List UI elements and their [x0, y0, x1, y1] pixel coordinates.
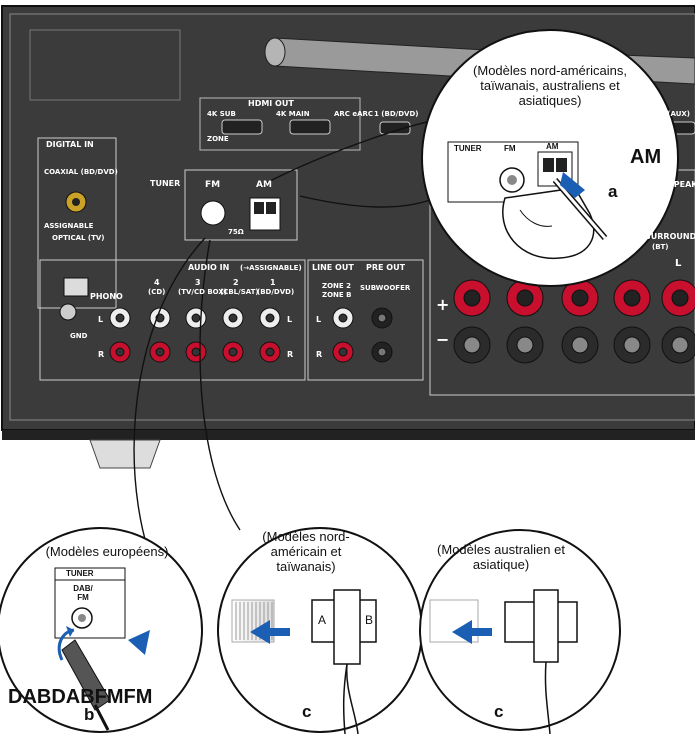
rca-pin-in1-r — [265, 347, 275, 357]
callout-am-tuner: TUNER — [454, 144, 482, 153]
panel-zone-b: ZONE B — [322, 291, 352, 299]
panel-tuner: TUNER — [150, 179, 181, 188]
panel-fm: FM — [205, 180, 221, 190]
panel-hdmi-4k-main: 4K MAIN — [276, 110, 310, 118]
callout-am-am: AM — [546, 142, 559, 151]
panel-surround-l: L — [675, 258, 682, 269]
panel-subwoofer: SUBWOOFER — [360, 284, 411, 292]
panel-in1-sub: (BD/DVD) — [257, 288, 295, 296]
speaker-post-plus-core-0 — [463, 289, 481, 307]
rca-pin-zone-l — [338, 313, 348, 323]
speaker-post-plus-core-4 — [671, 289, 689, 307]
rca-pin-in3-r — [191, 347, 201, 357]
panel-tuner-block — [184, 169, 298, 241]
speaker-post-minus-core-2 — [571, 336, 589, 354]
panel-optical: OPTICAL (TV) — [52, 234, 105, 242]
panel-plus: + — [436, 295, 450, 314]
panel-zone-r: R — [316, 350, 323, 359]
panel-gnd: GND — [70, 332, 88, 340]
panel-assignable: ASSIGNABLE — [44, 222, 94, 230]
speaker-post-minus-core-0 — [463, 336, 481, 354]
callout-dab-label: DABDABFMFM — [8, 686, 153, 708]
callout-au-caption: (Modèles australien et asiatique) — [437, 542, 565, 572]
callout-na-circle — [217, 527, 423, 735]
panel-line-out: LINE OUT — [312, 263, 354, 272]
panel-coaxial: COAXIAL (BD/DVD) — [44, 168, 118, 176]
panel-ohm: 75Ω — [228, 228, 244, 236]
callout-dab-letter: b — [84, 705, 95, 724]
callout-na-side-b: B — [365, 613, 374, 627]
panel-am: AM — [256, 180, 272, 190]
panel-in2-sub: (CBL/SAT) — [220, 288, 259, 296]
rca-pin-zone-r — [338, 347, 348, 357]
panel-speakers: SPEAKERS — [668, 180, 695, 189]
callout-dab-fm: DAB/ FM — [73, 584, 93, 603]
speaker-post-plus-core-1 — [516, 289, 534, 307]
panel-minus: − — [436, 330, 450, 349]
callout-au-letter: c — [494, 702, 504, 721]
callout-am-caption: (Modèles nord-américains, taïwanais, aus… — [473, 63, 627, 108]
panel-in4-sub: (CD) — [148, 288, 166, 296]
panel-audio-in-note: (→ASSIGNABLE) — [240, 264, 302, 272]
panel-hdmi-in-6: 6 (AUX) — [660, 110, 690, 118]
panel-in-r: R — [287, 350, 294, 359]
rca-pin-phono-l — [115, 313, 125, 323]
callout-am-letter: a — [608, 182, 618, 201]
hdmi-out-block — [199, 97, 695, 151]
panel-in-l: L — [287, 315, 293, 324]
panel-surround: SURROUND — [645, 232, 695, 241]
digital-in-block — [37, 137, 117, 309]
rca-jacks — [59, 303, 393, 363]
gnd-screw — [59, 303, 77, 321]
panel-hdmi-zone: ZONE — [207, 135, 229, 143]
callout-na-caption: (Modèles nord-américain et taïwanais) — [262, 529, 350, 574]
panel-in2: 2 — [233, 278, 239, 287]
panel-surround-sub: (BT) — [652, 243, 669, 251]
speaker-post-minus-core-1 — [516, 336, 534, 354]
panel-phono-r: R — [98, 350, 105, 359]
panel-pre-out: PRE OUT — [366, 263, 406, 272]
speaker-post-plus-core-2 — [571, 289, 589, 307]
panel-in3: 3 — [195, 278, 201, 287]
panel-hdmi-in-1: 1 (BD/DVD) — [374, 110, 419, 118]
speaker-posts — [453, 279, 695, 364]
speaker-post-minus-core-4 — [671, 336, 689, 354]
rca-pin-sub-1 — [377, 313, 387, 323]
panel-in3-sub: (TV/CD BOX) — [178, 288, 227, 296]
rca-pin-in2-l — [228, 313, 238, 323]
callout-au-circle — [419, 529, 621, 735]
rca-pin-in3-l — [191, 313, 201, 323]
rca-pin-in2-r — [228, 347, 238, 357]
panel-zone-l: L — [316, 315, 322, 324]
panel-phono-l: L — [98, 315, 104, 324]
callout-dab-caption: (Modèles européens) — [45, 544, 169, 559]
rca-pin-in4-r — [155, 347, 165, 357]
rca-pin-phono-r — [115, 347, 125, 357]
panel-hdmi-out: HDMI OUT — [248, 99, 294, 108]
panel-zone2: ZONE 2 — [322, 282, 351, 290]
rca-pin-in1-l — [265, 313, 275, 323]
panel-digital-in: DIGITAL IN — [46, 140, 94, 149]
callout-dab-circle — [0, 527, 203, 733]
callout-na-side-a: A — [318, 613, 327, 627]
callout-am-circle — [421, 29, 679, 287]
panel-hdmi-4k-sub: 4K SUB — [207, 110, 236, 118]
speaker-post-minus-core-3 — [623, 336, 641, 354]
callout-na-letter: c — [302, 702, 312, 721]
rca-pin-sub-2 — [377, 347, 387, 357]
panel-phono: PHONO — [90, 292, 123, 301]
callout-am-label: AM — [630, 146, 662, 168]
panel-audio-in: AUDIO IN — [188, 263, 230, 272]
panel-in1: 1 — [270, 278, 276, 287]
panel-in4: 4 — [154, 278, 160, 287]
speaker-post-plus-core-3 — [623, 289, 641, 307]
callout-dab-tuner: TUNER — [66, 569, 94, 578]
callout-am-fm: FM — [504, 144, 516, 153]
panel-hdmi-arc: ARC eARC — [334, 110, 374, 118]
